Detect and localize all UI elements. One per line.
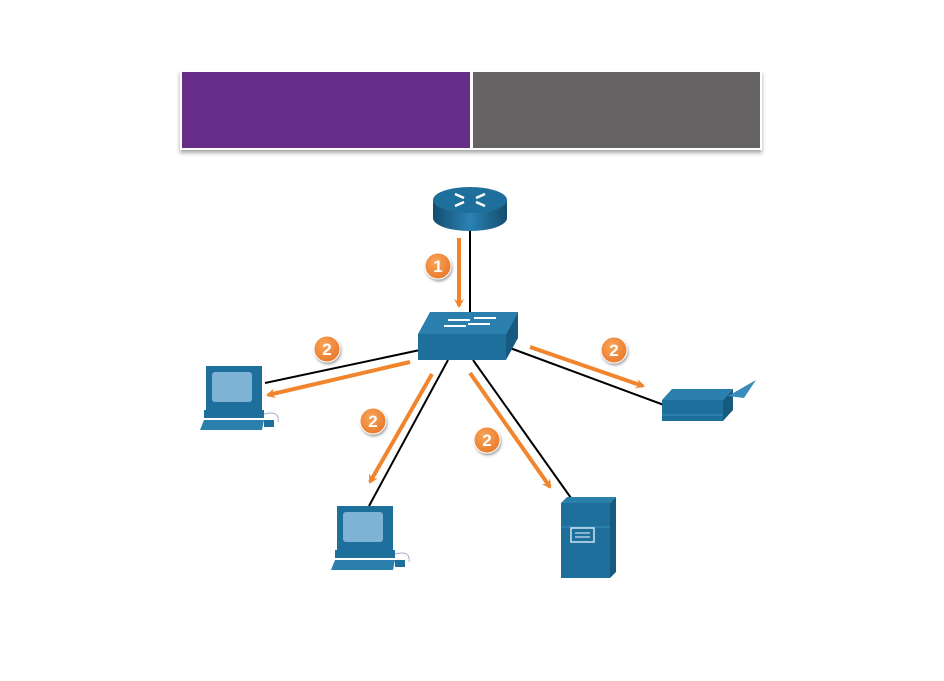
svg-text:2: 2	[368, 412, 377, 431]
step-badge-2-pc-bottom: 2	[359, 407, 387, 435]
switch-icon	[418, 312, 518, 360]
link-switch-pc-bottom	[368, 359, 449, 507]
server-icon	[561, 497, 616, 578]
links	[264, 230, 665, 507]
pc-bottom-icon	[331, 506, 410, 570]
svg-text:1: 1	[433, 257, 442, 276]
arrow-switch-to-printer	[529, 345, 645, 389]
step-badges: 1 2 2 2 2	[313, 252, 628, 454]
arrow-switch-to-server	[468, 371, 552, 489]
link-switch-printer	[509, 347, 665, 406]
printer-icon	[662, 380, 756, 421]
arrows	[266, 238, 645, 489]
step-badge-1: 1	[424, 252, 452, 280]
header-left-panel	[182, 72, 470, 148]
router-icon	[433, 187, 507, 231]
svg-text:2: 2	[609, 341, 618, 360]
step-badge-2-printer: 2	[600, 336, 628, 364]
header-bar	[180, 70, 762, 150]
step-badge-2-server: 2	[473, 426, 501, 454]
arrow-switch-to-pc-bottom	[368, 373, 434, 484]
step-badge-2-pc-left: 2	[313, 335, 341, 363]
svg-text:2: 2	[322, 340, 331, 359]
svg-text:2: 2	[482, 431, 491, 450]
link-switch-server	[472, 359, 572, 499]
pc-left-icon	[200, 366, 279, 430]
header-right-panel	[473, 72, 760, 148]
link-switch-pc-left	[264, 349, 421, 384]
arrow-switch-to-pc-left	[266, 360, 411, 399]
